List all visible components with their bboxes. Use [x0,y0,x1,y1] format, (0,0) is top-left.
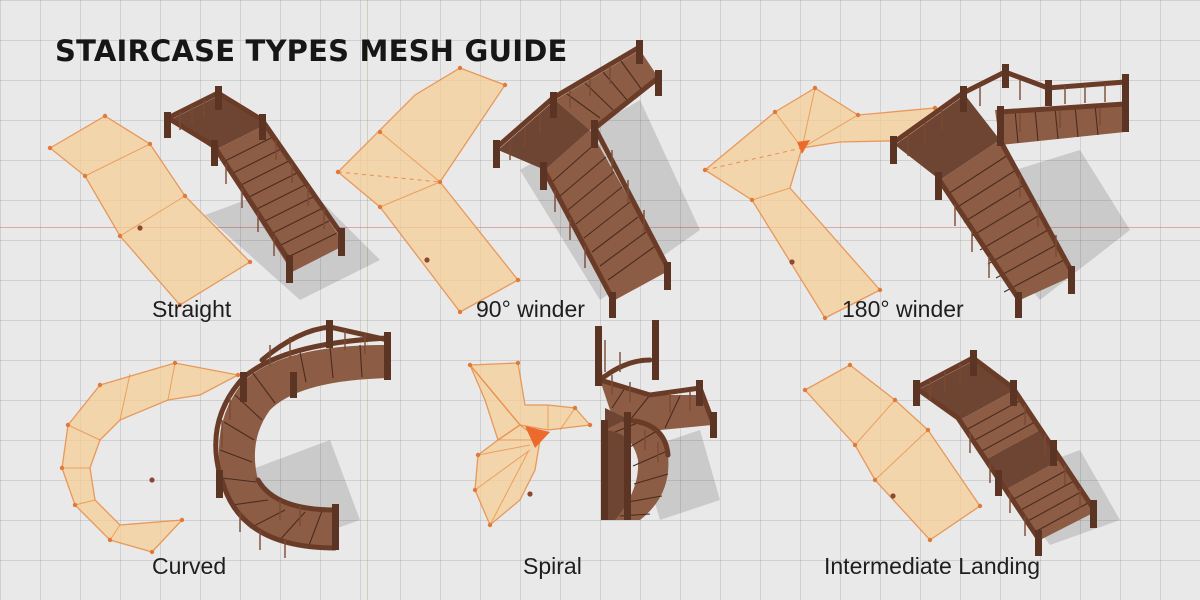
mesh-curved[interactable] [59,360,241,555]
staircase-render-180-winder [890,64,1130,318]
label-curved: Curved [152,553,226,579]
label-straight: Straight [152,296,232,322]
staircase-render-curved [213,320,391,558]
label-intermediate-landing: Intermediate Landing [824,553,1040,579]
staircase-render-spiral [595,320,720,520]
mesh-180-winder[interactable] [702,85,938,321]
mesh-straight[interactable] [47,113,253,308]
grid-axis-vertical [367,0,368,600]
label-180-winder: 180° winder [842,296,964,322]
staircase-render-intermediate-landing [913,350,1120,556]
label-90-winder: 90° winder [476,296,585,322]
mesh-spiral[interactable] [467,360,593,528]
staircase-render-90-winder [493,40,700,318]
staircase-render-straight [164,86,380,300]
mesh-90-winder[interactable] [335,65,521,315]
mesh-intermediate-landing[interactable] [802,362,983,543]
label-spiral: Spiral [523,553,582,579]
page-title: STAIRCASE TYPES MESH GUIDE [55,34,568,68]
